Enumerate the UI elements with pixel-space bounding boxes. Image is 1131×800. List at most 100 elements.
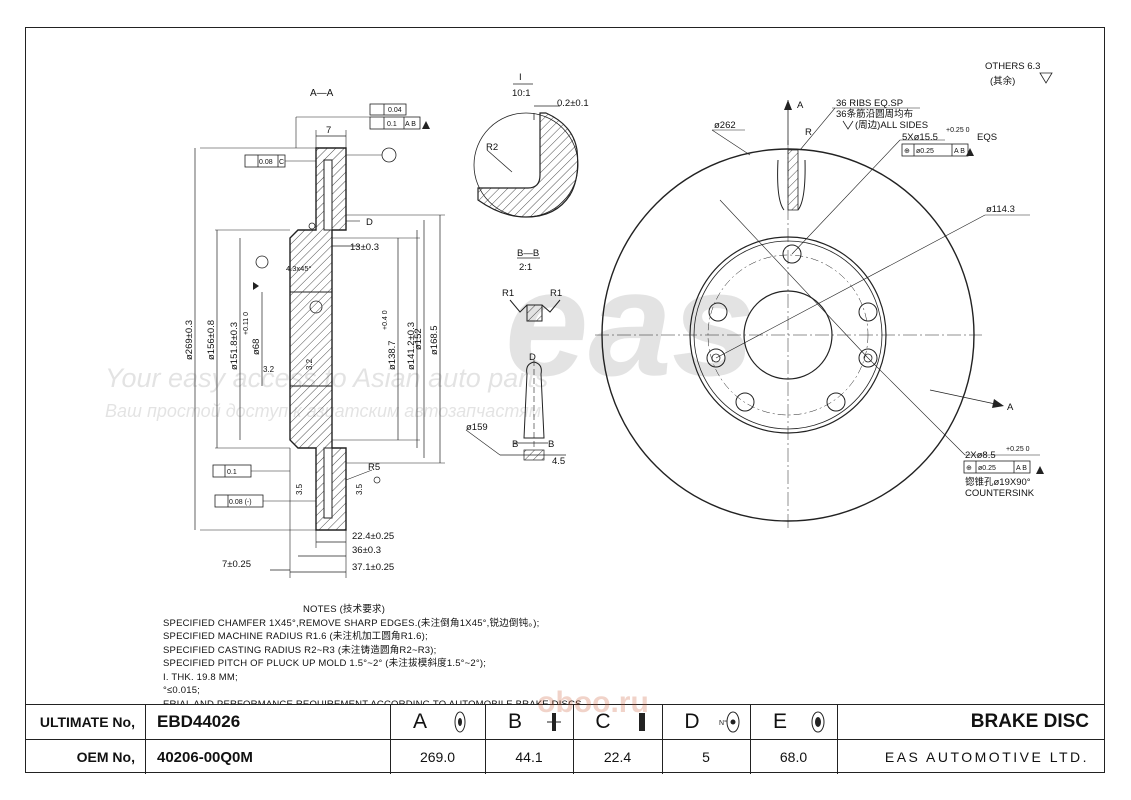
dim-152: ø152 (413, 328, 424, 350)
notes-title: NOTES (技术要求) (303, 604, 386, 615)
dim-3-5a: 3.5 (295, 483, 304, 495)
col-e-value: 68.0 (779, 749, 808, 765)
gdt-runout-top: 0.1 (387, 121, 397, 128)
front-view-texts: OTHERS 6.3 (其余) A A R ø262 36 RIBS EQ.SP… (714, 61, 1040, 499)
col-a-value: 269.0 (419, 749, 456, 765)
note-line: SPECIFIED CASTING RADIUS R2~R3 (未注铸造圆角R2… (163, 644, 437, 656)
ribs-note-2: 36条筋沿圆周均布 (836, 108, 913, 120)
section-b-left: B (512, 439, 518, 450)
dim-138-7: ø138.7 (387, 340, 398, 370)
section-b-right: B (548, 439, 554, 450)
dim-3-5b: 3.5 (355, 483, 364, 495)
section-a-top: A (797, 100, 804, 111)
note-line: °≤0.015; (163, 685, 201, 696)
product-title: BRAKE DISC (970, 711, 1089, 732)
section-aa-label: A—A (310, 88, 334, 99)
dim-bolt-eqs: EQS (977, 132, 997, 143)
dim-r1a: R1 (502, 288, 514, 299)
gdt-position-top: ø0.25 (916, 148, 934, 155)
col-b-letter: B (507, 710, 522, 733)
section-aa-texts: 7 ø269±0.3 ø156±0.8 ø151.8±0.3 ø68 +0.11… (184, 107, 440, 573)
gdt-flatness-bottom: 0.08 (-) (229, 499, 252, 506)
gdt-datum-c: C (279, 159, 284, 166)
ultimate-number: EBD44026 (157, 712, 241, 731)
gdt-parallel: 0.08 (259, 159, 273, 166)
dim-bolt-holes: 5Xø15.5 (902, 132, 938, 143)
col-d-letter: D (684, 710, 700, 733)
datum-d: D (366, 217, 373, 228)
disc-height-icon (547, 711, 561, 733)
disc-section-hatch (289, 147, 347, 531)
disc-thickness-icon (635, 711, 649, 733)
center-bore-icon (809, 711, 827, 733)
dim-151-8: ø151.8±0.3 (229, 322, 240, 370)
ribs-note-1: 36 RIBS EQ.SP (836, 98, 903, 109)
note-line: SPECIFIED MACHINE RADIUS R1.6 (未注机加工圆角R1… (163, 631, 428, 642)
dim-7-25: 7±0.25 (222, 559, 251, 570)
dim-3-2b: 3.2 (305, 358, 314, 370)
note-line: SPECIFIED CHAMFER 1X45°,REMOVE SHARP EDG… (163, 617, 540, 629)
watermark-logo: eas (505, 239, 755, 407)
note-line: SPECIFIED PITCH OF PLUCK UP MOLD 1.5°~2°… (163, 658, 487, 669)
countersink-cn: 锪锥孔ø19X90° (965, 476, 1031, 488)
detail-i-texts: I 10:1 0.2±0.1 R2 (486, 72, 589, 153)
gdt-position-bottom-datum: A B (1016, 465, 1027, 472)
col-a-letter: A (412, 710, 427, 733)
dim-4-5: 4.5 (552, 456, 565, 467)
dim-156: ø156±0.8 (206, 320, 217, 360)
section-d-label: D (529, 352, 536, 363)
notes-section: NOTES (技术要求) SPECIFIED CHAMFER 1X45°,REM… (163, 603, 683, 705)
dim-68-tol: +0.11 0 (243, 312, 250, 335)
company-name: EAS AUTOMOTIVE LTD. (884, 749, 1089, 765)
gdt-flatness: 0.04 (388, 107, 402, 114)
watermark-stamp: oboo.ru (537, 686, 649, 719)
col-b-value: 44.1 (515, 749, 543, 765)
dim-r2: R2 (486, 142, 498, 153)
section-a-bottom: A (1007, 402, 1014, 413)
ribs-note-3: (周边)ALL SIDES (855, 120, 928, 131)
dim-7: 7 (326, 125, 331, 136)
dim-141-2: ø141.2±0.3 (406, 322, 417, 370)
title-block: ULTIMATE No, EBD44026 OEM No, 40206-00Q0… (25, 686, 1105, 774)
rib-r-label: R (805, 127, 812, 138)
detail-bb-label: B—B (517, 248, 539, 259)
ultimate-label: ULTIMATE No, (39, 714, 135, 730)
dim-37-1: 37.1±0.25 (352, 562, 394, 573)
dim-159: ø159 (466, 422, 488, 433)
detail-i-label: I (519, 72, 522, 83)
dim-138-tol: +0.4 0 (382, 310, 389, 330)
svg-text:⊕: ⊕ (904, 148, 910, 155)
col-e-letter: E (772, 710, 787, 733)
others-roughness-cn: (其余) (990, 75, 1015, 87)
dim-holes-tol: +0.25 0 (1006, 446, 1030, 453)
drawing-frame (25, 27, 1105, 773)
countersink-label: COUNTERSINK (965, 488, 1035, 499)
note-line: ERIAL AND PERFORMANCE REQUIREMENT ACCORD… (163, 698, 582, 705)
disc-diameter-icon (453, 711, 467, 733)
gdt-datum-ab: A B (405, 121, 416, 128)
detail-bb-texts: B—B 2:1 R1 R1 D ø159 B B 4.5 (466, 248, 565, 467)
dim-168-5: ø168.5 (429, 325, 440, 355)
detail-i-scale: 10:1 (512, 88, 531, 99)
dim-chamfer: 4.3x45° (286, 264, 312, 273)
oem-number: 40206-00Q0M (157, 748, 253, 766)
gdt-position-bottom: ø0.25 (978, 465, 996, 472)
dim-68: ø68 (251, 339, 262, 355)
detail-bb-scale: 2:1 (519, 262, 532, 273)
bolt-count-icon: N° (719, 711, 741, 733)
oem-label: OEM No, (76, 749, 135, 765)
dim-3-2a: 3.2 (263, 365, 275, 374)
svg-text:⊕: ⊕ (966, 465, 972, 472)
dim-262: ø262 (714, 120, 736, 131)
dim-22-4: 22.4±0.25 (352, 531, 394, 542)
dim-r5: R5 (368, 462, 380, 473)
detail-view-i (473, 83, 579, 218)
section-view-aa: A—A (194, 88, 445, 578)
col-d-value: 5 (702, 749, 710, 765)
svg-text:N°: N° (719, 719, 727, 727)
detail-view-bb (465, 257, 566, 461)
dim-r1b: R1 (550, 288, 562, 299)
front-view (253, 72, 1053, 530)
col-c-value: 22.4 (603, 749, 632, 765)
